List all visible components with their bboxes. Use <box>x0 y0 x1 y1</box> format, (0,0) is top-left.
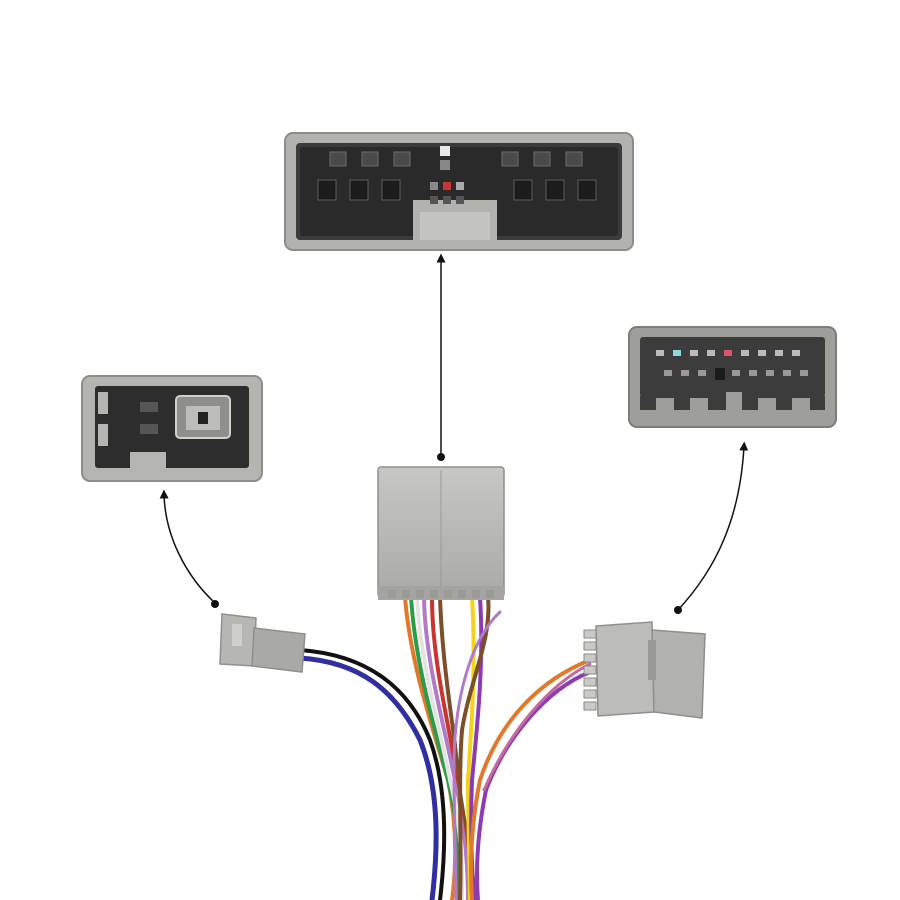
top-connector-pins-lower <box>317 179 597 201</box>
right-connector-pins-lower <box>664 368 808 380</box>
right-connector-pins-upper <box>656 350 800 356</box>
left-connector-face <box>81 375 263 482</box>
arrow-to-right-connector <box>677 441 749 611</box>
top-connector-center-pins <box>430 146 464 204</box>
top-connector-pins-upper <box>329 151 583 167</box>
right-side-plug <box>583 621 706 719</box>
callout-arrows <box>159 253 749 611</box>
arrow-origin-dot <box>674 606 682 614</box>
arrow-origin-dot <box>211 600 219 608</box>
right-connector-face <box>628 326 837 428</box>
wire-bundle <box>297 595 592 900</box>
left-small-plug <box>219 613 306 673</box>
arrow-to-left-connector <box>159 489 216 604</box>
arrow-origin-dot <box>437 453 445 461</box>
top-connector-face <box>284 132 634 251</box>
center-plug <box>377 466 505 600</box>
